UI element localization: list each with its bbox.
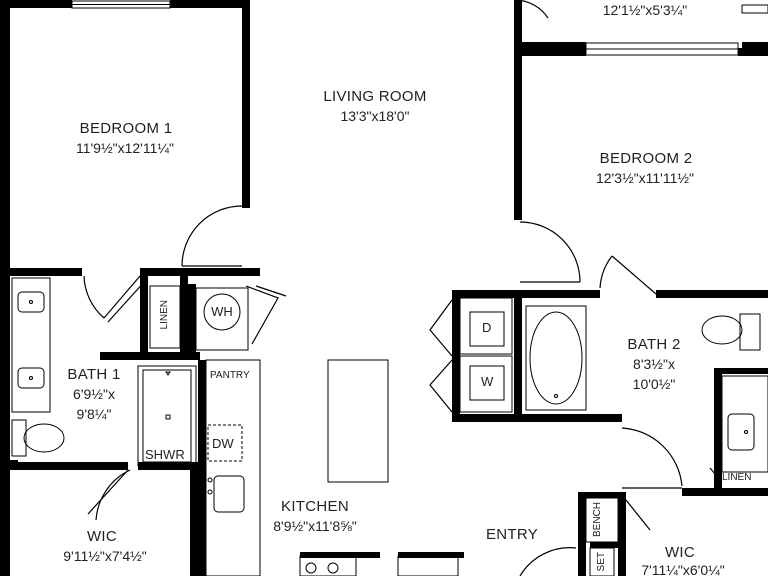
- kitchen-name: KITCHEN: [281, 498, 349, 515]
- top-right-room-dims: 12'1½"x5'3¼": [602, 2, 688, 18]
- set-label: SET: [596, 552, 607, 572]
- wic2-dims: 7'11¼"x6'0¼": [641, 562, 725, 578]
- wic1-name: WIC: [86, 528, 118, 545]
- entry-name: ENTRY: [485, 526, 539, 543]
- bedroom1-name: BEDROOM 1: [79, 120, 173, 137]
- bedroom2-dims: 12'3½"x11'11½": [595, 170, 695, 186]
- bath1-dims-2: 9'8¼": [76, 406, 112, 422]
- bath2-dims-2: 10'0½": [632, 376, 676, 392]
- dryer-label: D: [482, 320, 492, 335]
- bath1-dims-1: 6'9½"x: [73, 386, 115, 402]
- bedroom2-name: BEDROOM 2: [599, 150, 693, 167]
- pantry-label: PANTRY: [210, 370, 250, 381]
- bath1-name: BATH 1: [67, 366, 121, 383]
- wic1-dims: 9'11½"x7'4½": [63, 548, 147, 564]
- wic2-name: WIC: [664, 544, 696, 561]
- dishwasher-label: DW: [212, 436, 234, 451]
- fixtures-shapes: [11, 277, 768, 576]
- bath2-dims-1: 8'3½"x: [633, 356, 675, 372]
- linen2-label: LINEN: [722, 472, 752, 483]
- shower-label: SHWR: [145, 447, 185, 462]
- bedroom1-dims: 11'9½"x12'11¼": [75, 140, 175, 156]
- bench-label: BENCH: [592, 502, 603, 538]
- windows: [71, 0, 768, 56]
- living-room-name: LIVING ROOM: [323, 88, 427, 105]
- kitchen-dims: 8'9½"x11'8⅝": [273, 518, 357, 534]
- living-room-dims: 13'3"x18'0": [340, 108, 410, 124]
- bath2-name: BATH 2: [627, 336, 681, 353]
- doors: [83, 0, 723, 576]
- water-heater-label: WH: [211, 304, 233, 319]
- washer-label: W: [481, 374, 494, 389]
- linen1-label: LINEN: [159, 300, 170, 330]
